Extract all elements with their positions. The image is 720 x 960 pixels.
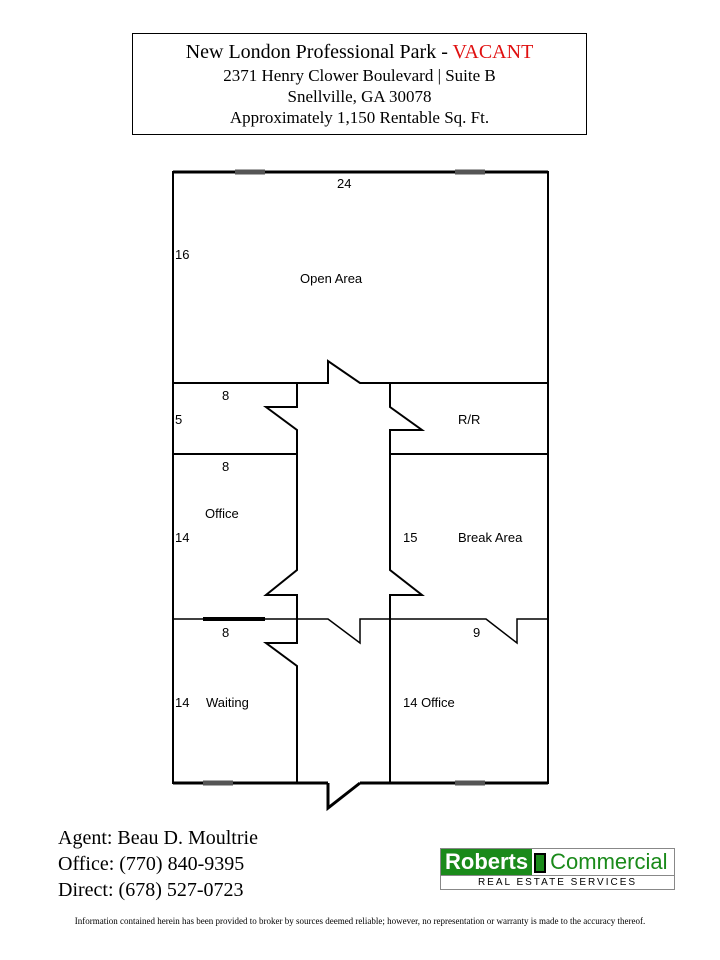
agent-name: Agent: Beau D. Moultrie — [58, 827, 258, 849]
dim-closet-width: 8 — [222, 388, 230, 403]
dim-waiting-width: 8 — [222, 625, 230, 640]
dim-waiting-depth: 14 — [175, 695, 190, 710]
title: New London Professional Park - VACANT — [185, 41, 534, 63]
city: Snellville, GA 30078 — [287, 87, 432, 106]
label-office1: Office — [205, 506, 239, 521]
square-footage: Approximately 1,150 Rentable Sq. Ft. — [229, 108, 490, 127]
dim-office1-depth: 14 — [175, 530, 190, 545]
agent-office-phone: Office: (770) 840-9395 — [58, 853, 245, 875]
address: 2371 Henry Clower Boulevard | Suite B — [223, 66, 496, 85]
label-office2: 14 Office — [403, 695, 455, 710]
agent-contact: Agent: Beau D. Moultrie Office: (770) 84… — [58, 825, 258, 903]
label-restroom: R/R — [458, 412, 481, 427]
label-open-area: Open Area — [300, 271, 363, 286]
vacant-status: VACANT — [452, 41, 534, 63]
header-box: New London Professional Park - VACANT 23… — [132, 33, 587, 135]
dim-break-depth: 15 — [403, 530, 418, 545]
label-break-area: Break Area — [458, 530, 523, 545]
label-waiting: Waiting — [206, 695, 249, 710]
agent-direct-phone: Direct: (678) 527-0723 — [58, 879, 244, 901]
dim-open-depth: 16 — [175, 247, 190, 262]
dim-office2-width: 9 — [473, 625, 481, 640]
dim-office1-width: 8 — [222, 459, 230, 474]
dim-width: 24 — [337, 176, 352, 191]
disclaimer: Information contained herein has been pr… — [74, 916, 646, 926]
dim-closet-depth: 5 — [175, 412, 183, 427]
